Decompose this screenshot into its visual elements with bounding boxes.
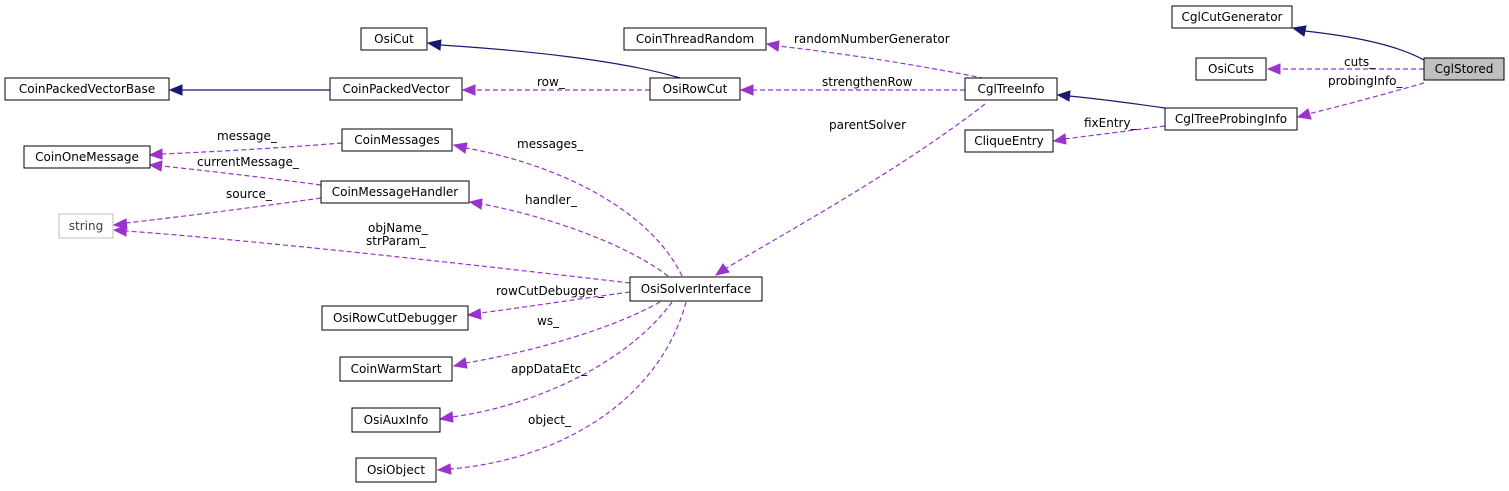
- node-label-string: string: [69, 219, 103, 233]
- node-label-osicuts: OsiCuts: [1208, 62, 1254, 76]
- node-label-coinmessages: CoinMessages: [354, 133, 440, 147]
- arrowhead-coinonemessage-1: [148, 148, 163, 160]
- edge-coinmessages-coinonemessage: [161, 142, 343, 155]
- arrowhead-coinwarmstart: [452, 357, 468, 369]
- arrowhead-osicuts: [1266, 63, 1281, 75]
- node-cgltreeprobinginfo[interactable]: CglTreeProbingInfo: [1164, 107, 1298, 131]
- node-cglstored[interactable]: CglStored: [1423, 57, 1505, 81]
- label-ws: ws_: [537, 314, 560, 328]
- edge-cglstored-cgltreeprobinginfo: [1307, 82, 1425, 115]
- label-parent-solver: parentSolver: [829, 118, 906, 132]
- node-label-coinonemessage: CoinOneMessage: [35, 150, 139, 164]
- node-osirowcutdebugger[interactable]: OsiRowCutDebugger: [321, 305, 469, 331]
- edge-cgltreeinfo-cointhreadrandom: [777, 45, 993, 81]
- edge-osirowcut-osicut: [439, 44, 681, 79]
- edge-osisolverinterface-osirowcutdebugger: [479, 291, 631, 314]
- node-label-cliqueentry: CliqueEntry: [974, 134, 1044, 148]
- label-message: message_: [217, 129, 278, 143]
- node-label-cgltreeprobinginfo: CglTreeProbingInfo: [1175, 112, 1287, 126]
- arrowhead-osicut: [426, 39, 442, 51]
- node-coinwarmstart[interactable]: CoinWarmStart: [339, 356, 453, 382]
- arrowhead-coinonemessage-2: [148, 160, 163, 172]
- edge-cgltreeinfo-osisolverinterface: [724, 103, 986, 270]
- edge-labels: cuts_ probingInfo_ fixEntry_ randomNumbe…: [197, 32, 1404, 427]
- edge-coinmessagehandler-string: [125, 197, 322, 224]
- node-label-coinpackedvector: CoinPackedVector: [342, 82, 449, 96]
- label-current-message: currentMessage_: [197, 155, 300, 169]
- label-source: source_: [226, 187, 273, 201]
- node-label-cglcutgenerator: CglCutGenerator: [1182, 10, 1283, 24]
- node-label-cointhreadrandom: CoinThreadRandom: [636, 32, 754, 46]
- arrowhead-osiauxinfo: [438, 411, 454, 423]
- arrowhead-cglcutgenerator: [1291, 25, 1307, 37]
- node-label-cglstored: CglStored: [1435, 62, 1494, 76]
- node-osicuts[interactable]: OsiCuts: [1195, 57, 1267, 81]
- edge-probinginfo-cgltreeinfo: [1068, 95, 1166, 109]
- label-probing-info: probingInfo_: [1328, 74, 1404, 88]
- node-coinonemessage[interactable]: CoinOneMessage: [23, 145, 151, 169]
- edges: [112, 25, 1425, 475]
- label-app-data-etc: appDataEtc_: [511, 362, 588, 376]
- arrowhead-osirowcutdebugger: [466, 308, 482, 320]
- node-cgltreeinfo[interactable]: CglTreeInfo: [964, 77, 1058, 101]
- node-label-coinmessagehandler: CoinMessageHandler: [332, 185, 459, 199]
- label-cuts: cuts_: [1344, 55, 1376, 69]
- node-label-coinpackedvectorbase: CoinPackedVectorBase: [19, 82, 155, 96]
- label-row-cut-debugger: rowCutDebugger_: [496, 284, 605, 298]
- label-fix-entry: fixEntry_: [1084, 116, 1138, 130]
- node-osisolverinterface[interactable]: OsiSolverInterface: [629, 276, 763, 302]
- arrowhead-coinpackedvector: [461, 84, 476, 96]
- label-obj-name: objName_: [368, 221, 429, 235]
- arrowhead-cointhreadrandom: [765, 40, 780, 52]
- node-osirowcut[interactable]: OsiRowCut: [649, 77, 741, 101]
- node-cglcutgenerator[interactable]: CglCutGenerator: [1171, 5, 1293, 29]
- label-strengthen-row: strengthenRow: [822, 75, 913, 89]
- label-handler: handler_: [525, 193, 578, 207]
- node-label-osicut: OsiCut: [374, 32, 414, 46]
- label-messages: messages_: [517, 137, 584, 151]
- arrowhead-cgltreeprobinginfo: [1296, 108, 1312, 120]
- arrowhead-coinmessages: [452, 142, 468, 154]
- label-object: object_: [528, 413, 572, 427]
- edge-osisolverinterface-osiobject: [449, 301, 687, 470]
- node-coinmessages[interactable]: CoinMessages: [341, 128, 453, 152]
- arrowhead-cgltreeinfo: [1056, 90, 1071, 102]
- arrowhead-coinmessagehandler: [468, 198, 483, 210]
- node-coinpackedvectorbase[interactable]: CoinPackedVectorBase: [4, 77, 170, 101]
- node-label-coinwarmstart: CoinWarmStart: [351, 362, 442, 376]
- node-label-osisolverinterface: OsiSolverInterface: [641, 282, 751, 296]
- nodes: CglStored CglCutGenerator OsiCuts CglTre…: [4, 5, 1505, 483]
- edge-osisolverinterface-coinmessages: [465, 147, 683, 277]
- node-label-cgltreeinfo: CglTreeInfo: [977, 82, 1044, 96]
- edge-coinmessagehandler-coinonemessage: [161, 165, 322, 186]
- node-cointhreadrandom[interactable]: CoinThreadRandom: [623, 27, 767, 51]
- edge-osisolverinterface-coinmessagehandler: [481, 203, 669, 277]
- edge-osisolverinterface-string: [125, 230, 631, 284]
- node-coinpackedvector[interactable]: CoinPackedVector: [329, 77, 463, 101]
- arrowhead-coinpackedvectorbase: [168, 84, 183, 96]
- node-osiauxinfo[interactable]: OsiAuxInfo: [351, 407, 441, 433]
- node-cliqueentry[interactable]: CliqueEntry: [964, 129, 1054, 153]
- arrowhead-string-2: [112, 225, 127, 237]
- arrowhead-osirowcut: [739, 84, 754, 96]
- node-label-osiobject: OsiObject: [367, 463, 425, 477]
- node-label-osiauxinfo: OsiAuxInfo: [364, 413, 429, 427]
- node-coinmessagehandler[interactable]: CoinMessageHandler: [320, 180, 470, 204]
- label-random-number-generator: randomNumberGenerator: [794, 32, 950, 46]
- arrowhead-osisolverinterface-parent: [714, 263, 730, 276]
- arrowhead-osiobject: [436, 463, 452, 475]
- label-row: row_: [537, 75, 566, 89]
- label-str-param: strParam_: [366, 234, 427, 248]
- node-label-osirowcut: OsiRowCut: [663, 82, 728, 96]
- node-osicut[interactable]: OsiCut: [360, 27, 428, 51]
- node-label-osirowcutdebugger: OsiRowCutDebugger: [333, 311, 457, 325]
- node-osiobject[interactable]: OsiObject: [355, 457, 437, 483]
- arrowhead-cliqueentry: [1052, 133, 1067, 145]
- edge-cglstored-cglcutgenerator: [1304, 30, 1425, 61]
- node-string[interactable]: string: [58, 213, 114, 239]
- edge-osisolverinterface-coinwarmstart: [465, 301, 661, 364]
- edge-osisolverinterface-osiauxinfo: [451, 301, 673, 418]
